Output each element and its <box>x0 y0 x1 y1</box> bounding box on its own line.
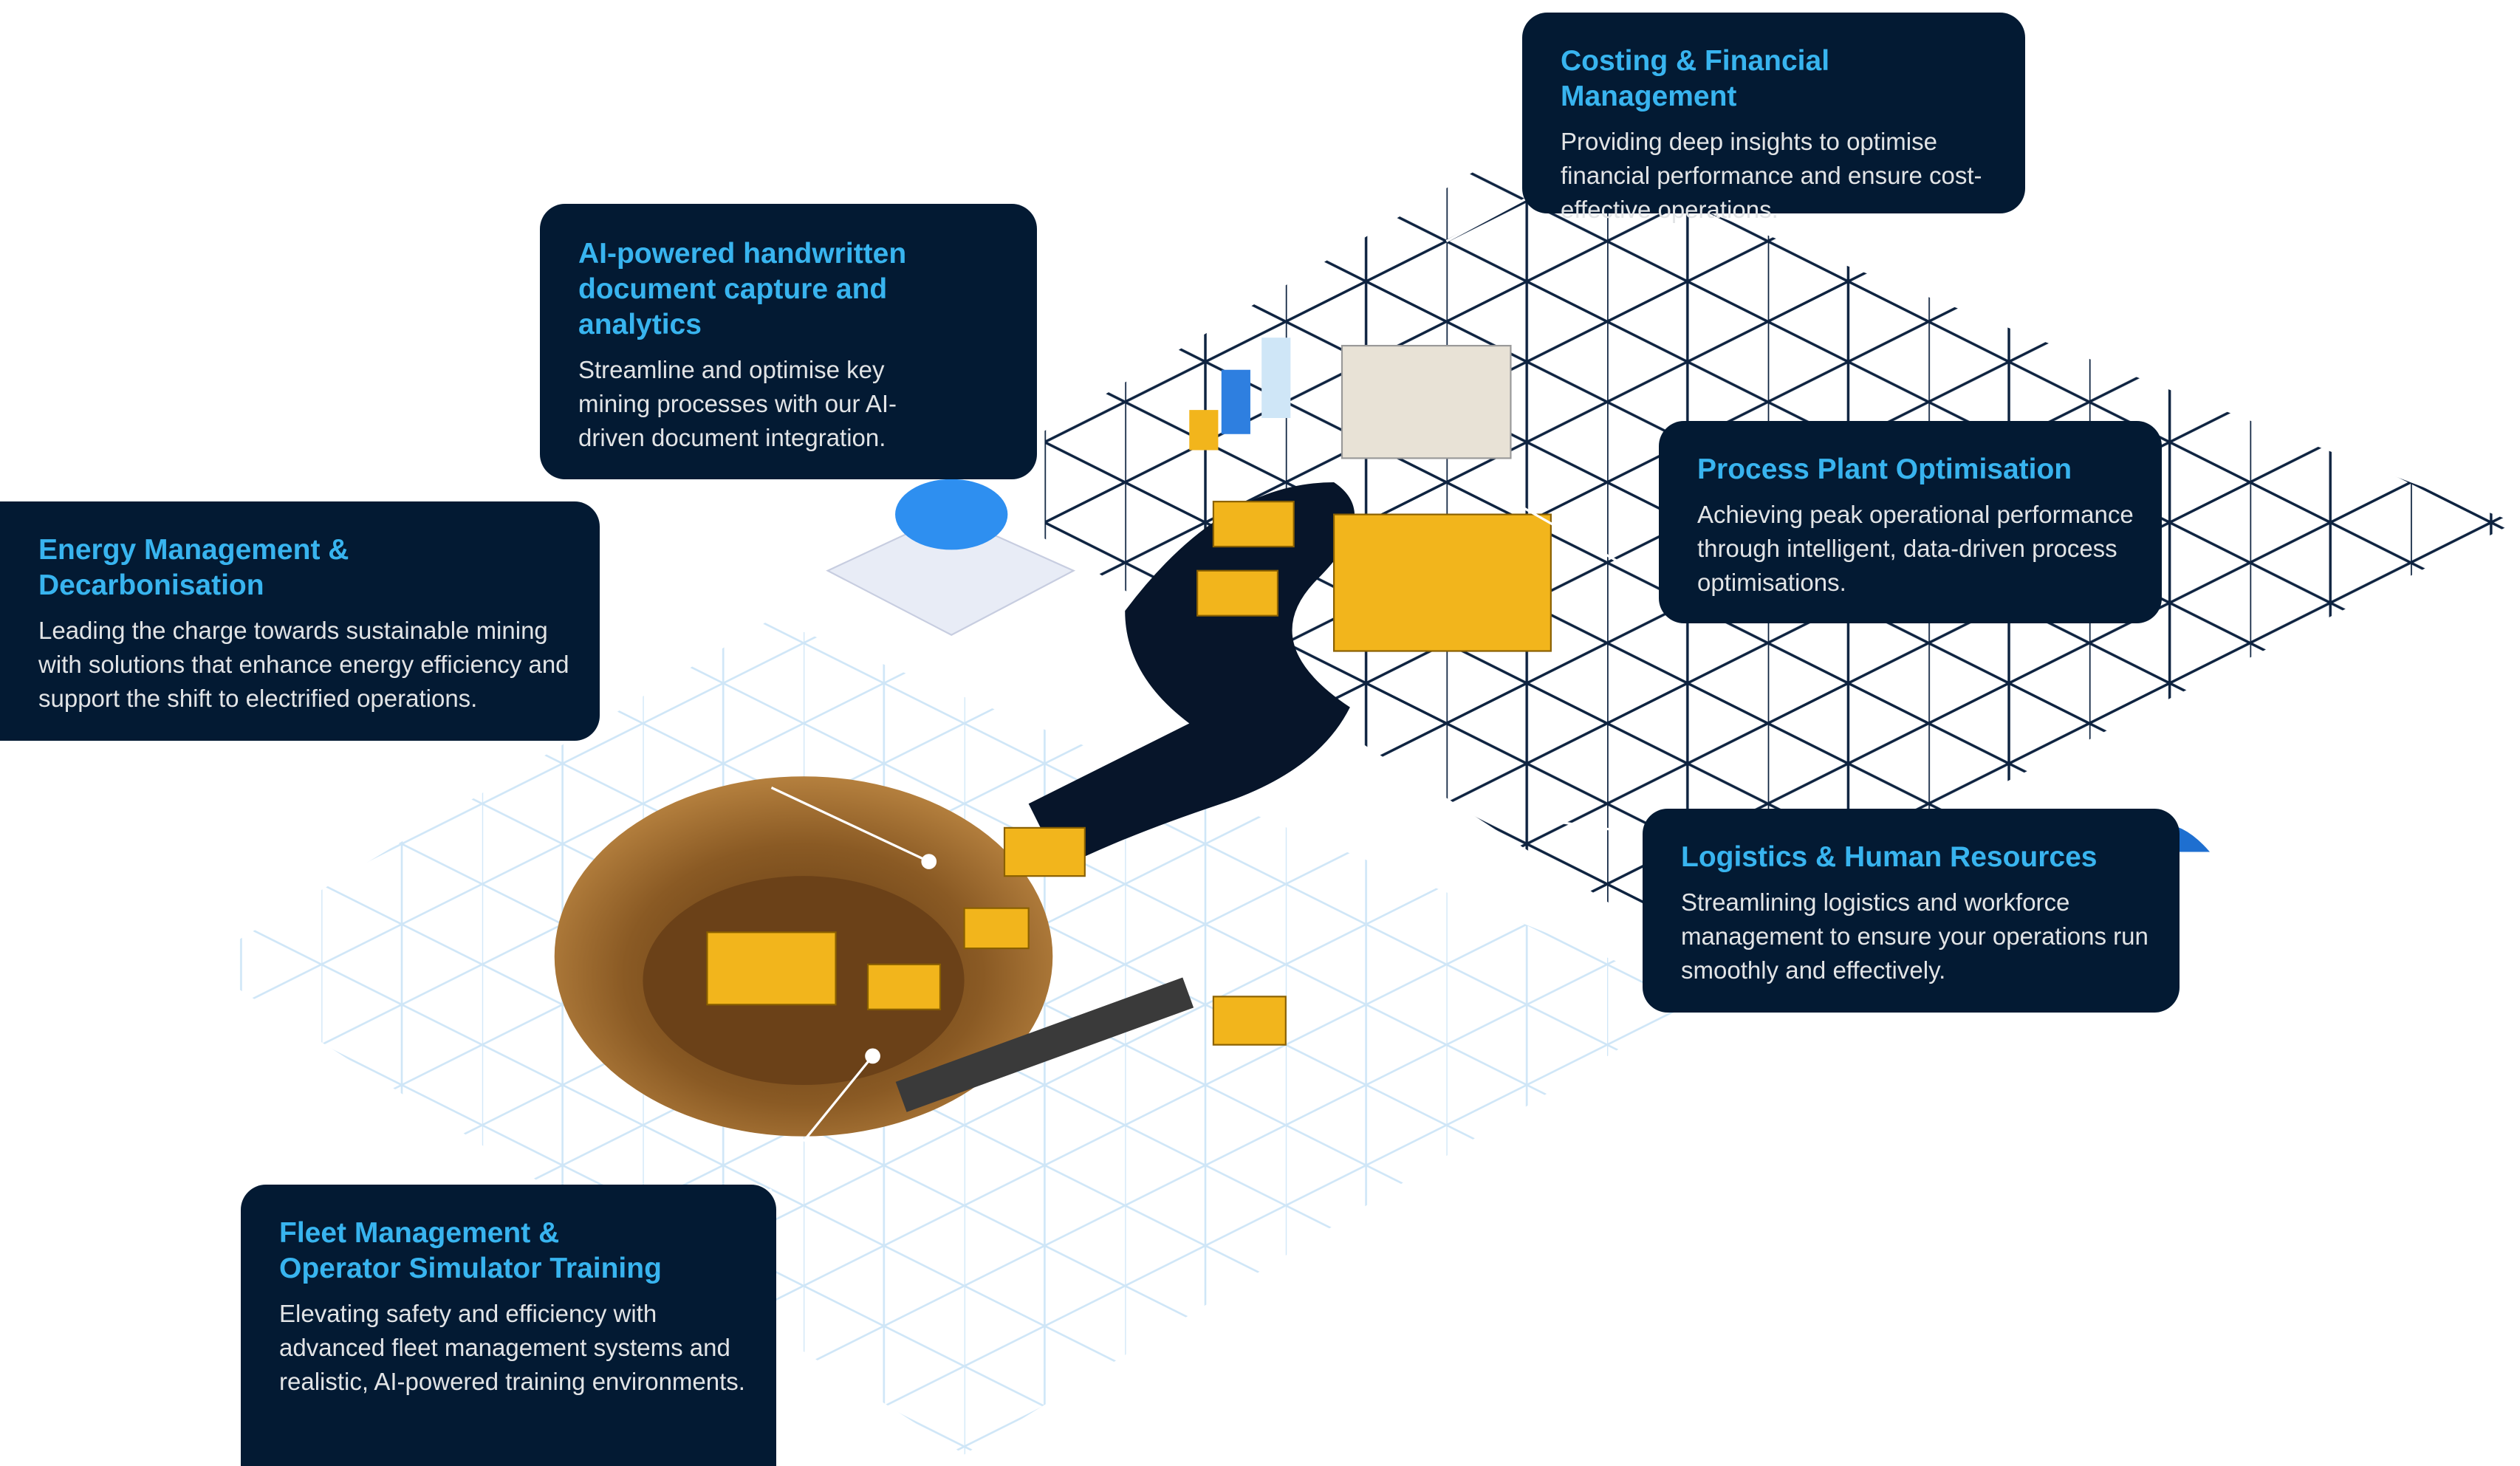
card-title: Energy Management & Decarbonisation <box>38 534 349 601</box>
card-body: Leading the charge towards sustainable m… <box>38 617 569 712</box>
card-body: Providing deep insights to optimise fina… <box>1561 128 1982 223</box>
chart-icon <box>1189 338 1291 451</box>
card-body: Streamline and optimise key mining proce… <box>578 356 897 451</box>
card-energy: Energy Management & Decarbonisation Lead… <box>0 501 600 741</box>
plant-building <box>1341 344 1512 459</box>
card-fleet: Fleet Management & Operator Simulator Tr… <box>241 1185 776 1466</box>
card-title: Fleet Management & Operator Simulator Tr… <box>279 1217 662 1284</box>
card-title: Logistics & Human Resources <box>1681 841 2098 873</box>
card-process-plant: Process Plant Optimisation Achieving pea… <box>1659 421 2162 623</box>
card-body: Elevating safety and efficiency with adv… <box>279 1300 745 1395</box>
card-body: Streamlining logistics and workforce man… <box>1681 888 2148 984</box>
machinery <box>706 501 1552 1046</box>
card-costing: Costing & Financial Management Providing… <box>1522 13 2025 223</box>
card-logistics: Logistics & Human Resources Streamlining… <box>1643 809 2180 1013</box>
card-body: Achieving peak operational performance t… <box>1697 501 2134 596</box>
card-title: AI-powered handwritten document capture … <box>578 238 907 340</box>
card-title: Process Plant Optimisation <box>1697 453 2072 485</box>
conveyor <box>895 977 1194 1112</box>
card-ai-document: AI-powered handwritten document capture … <box>540 204 1037 479</box>
ai-brain <box>895 479 1008 550</box>
card-title: Costing & Financial Management <box>1561 45 1830 112</box>
